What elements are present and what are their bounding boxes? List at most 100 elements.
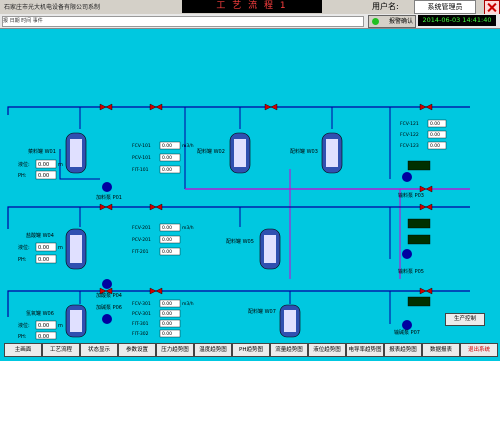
ph-value-1: 0.00 (38, 173, 49, 179)
alarm-ack-label: 报警确认 (388, 18, 413, 25)
nav-exit[interactable]: 退出系统 (460, 343, 498, 357)
fit-value: 0.00 (162, 225, 172, 231)
process-line-1: 菜料罐 W01 液位: 0.00 m PH: 0.00 FCV-101 0.00… (7, 103, 470, 279)
level-value-3: 0.00 (38, 323, 49, 329)
nav-process-flow[interactable]: 工艺流程 (42, 343, 80, 357)
fit-value: 0.00 (162, 249, 172, 255)
nav-conductivity-trend[interactable]: 电导率趋势图 (346, 343, 384, 357)
pump-P03-icon[interactable] (402, 172, 412, 182)
level-label-2: 液位: (18, 244, 30, 251)
process-line-3: 氢氧罐 W06 液位: 0.00 m PH: 0.00 FCV-301 0.00… (7, 287, 470, 340)
company-name: 石家庄市光大机电设备有限公司系制 (4, 4, 101, 11)
ph-label-1: PH: (18, 173, 27, 179)
tank-W05-label: 配料罐 W05 (226, 238, 254, 245)
alarm-bar: 报 日期 时间 事件 报警确认 2014-06-03 14:41:40 (0, 14, 500, 29)
title-bar: 石家庄市光大机电设备有限公司系制 工 艺 流 程 1 用户名: 系统管理员 (0, 0, 500, 15)
tank-W02-label: 配料罐 W02 (197, 148, 225, 155)
user-name-field[interactable]: 系统管理员 (414, 0, 476, 14)
fit-label: FIT-101 (132, 167, 149, 173)
nav-temperature-trend[interactable]: 温度趋势图 (194, 343, 232, 357)
digital-display (407, 218, 431, 229)
status-light-icon (372, 18, 379, 25)
fit-label: PCV-201 (132, 237, 151, 243)
ph-value-2: 0.00 (38, 257, 49, 263)
clock-display: 2014-06-03 14:41:40 (418, 15, 496, 26)
flow-unit: m3/h (182, 143, 194, 149)
fit-value: 0.00 (162, 155, 172, 161)
level-unit-1: m (58, 162, 63, 168)
tank-W05-icon[interactable] (259, 228, 281, 270)
pump-P07-icon[interactable] (402, 320, 412, 330)
fit-label: FIT-302 (132, 331, 149, 337)
nav-pressure-trend[interactable]: 压力趋势图 (156, 343, 194, 357)
pump-P03-label: 输料泵 P03 (398, 192, 424, 199)
nav-main[interactable]: 主画面 (4, 343, 42, 357)
nav-report-trend[interactable]: 报表趋势图 (384, 343, 422, 357)
pump-P05-label: 输料泵 P05 (398, 268, 424, 275)
pump-P01-label: 加料泵 P01 (96, 194, 122, 201)
fit-label: FIT-301 (132, 321, 149, 327)
production-control-button[interactable]: 生产控制 (445, 313, 485, 326)
level-value-1: 0.00 (38, 162, 49, 168)
fit-value: 0.00 (162, 311, 172, 317)
nav-status[interactable]: 状态显示 (80, 343, 118, 357)
tank-W03-icon[interactable] (321, 132, 343, 174)
level-value-2: 0.00 (38, 245, 49, 251)
close-icon[interactable] (484, 0, 500, 15)
pump-P06-icon[interactable] (102, 314, 112, 324)
level-unit-2: m (58, 245, 63, 251)
alarm-list[interactable]: 报 日期 时间 事件 (2, 16, 364, 27)
process-line-2: 盐酸罐 W04 液位: 0.00 m PH: 0.00 FCV-201 0.00… (7, 203, 470, 299)
tank-W07-label: 配料罐 W07 (248, 308, 276, 315)
level-label-1: 液位: (18, 161, 30, 168)
nav-ph-trend[interactable]: PH趋势图 (232, 343, 270, 357)
nav-flow-trend[interactable]: 流量趋势图 (270, 343, 308, 357)
fit-label: FIT-201 (132, 249, 149, 255)
fcv-value: 0.00 (430, 143, 440, 149)
screen-title: 工 艺 流 程 1 (182, 0, 322, 13)
level-unit-3: m (58, 323, 63, 329)
fit-label: FCV-101 (132, 143, 151, 149)
tank-W06-label: 氢氧罐 W06 (26, 310, 54, 317)
fit-value: 0.00 (162, 321, 172, 327)
fcv-value: 0.00 (430, 121, 440, 127)
fit-value: 0.00 (162, 167, 172, 173)
fit-value: 0.00 (162, 331, 172, 337)
tank-W02-icon[interactable] (229, 132, 251, 174)
process-canvas: 菜料罐 W01 液位: 0.00 m PH: 0.00 FCV-101 0.00… (0, 29, 500, 361)
tank-W07-icon[interactable] (279, 304, 301, 338)
tank-W04-label: 盐酸罐 W04 (26, 232, 54, 239)
pump-P04-icon[interactable] (102, 279, 112, 289)
pump-P05-icon[interactable] (402, 249, 412, 259)
ph-label-2: PH: (18, 257, 27, 263)
nav-level-trend[interactable]: 液位趋势图 (308, 343, 346, 357)
fit-label: FCV-301 (132, 301, 151, 307)
pump-P04-label: 加酸泵 P04 (96, 292, 122, 299)
digital-display (407, 160, 431, 171)
flow-unit: m3/h (182, 225, 194, 231)
fcv-label: FCV-121 (400, 121, 419, 127)
user-label: 用户名: (372, 2, 399, 11)
ph-label-3: PH: (18, 334, 27, 340)
alarm-ack-button[interactable]: 报警确认 (368, 15, 416, 28)
fcv-label: FCV-122 (400, 132, 419, 138)
fcv-label: FCV-123 (400, 143, 419, 149)
ph-value-3: 0.00 (38, 334, 49, 340)
pump-P01-icon[interactable] (102, 182, 112, 192)
nav-data-report[interactable]: 数据报表 (422, 343, 460, 357)
bottom-nav: 主画面 工艺流程 状态显示 参数设置 压力趋势图 温度趋势图 PH趋势图 流量趋… (0, 340, 500, 358)
fit-value: 0.00 (162, 237, 172, 243)
process-diagram: 菜料罐 W01 液位: 0.00 m PH: 0.00 FCV-101 0.00… (7, 103, 470, 340)
fit-label: PCV-301 (132, 311, 151, 317)
flow-unit: m3/h (182, 301, 194, 307)
tank-W04-icon[interactable] (65, 228, 87, 270)
tank-W01-icon[interactable] (65, 132, 87, 174)
digital-display (407, 234, 431, 245)
fit-value: 0.00 (162, 301, 172, 307)
nav-params[interactable]: 参数设置 (118, 343, 156, 357)
digital-display (407, 296, 431, 307)
tank-W03-label: 配料罐 W03 (290, 148, 318, 155)
tank-W06-icon[interactable] (65, 304, 87, 338)
level-label-3: 液位: (18, 322, 30, 329)
tank-W01-label: 菜料罐 W01 (28, 148, 56, 155)
